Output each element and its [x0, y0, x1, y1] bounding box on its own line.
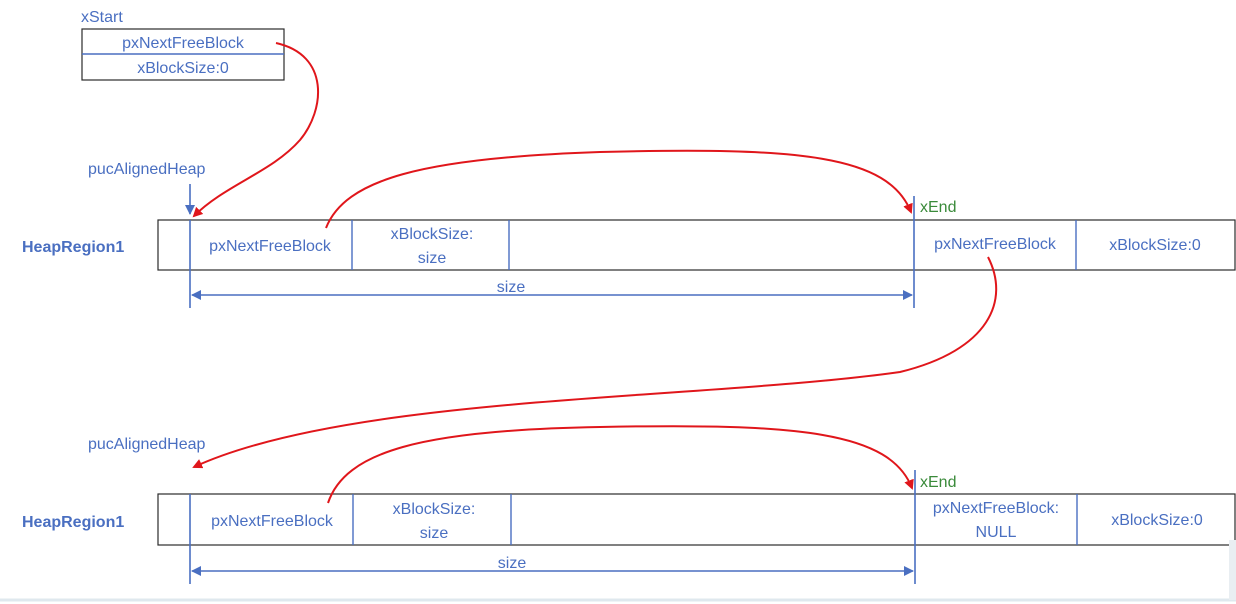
cell-block-size-line2: size [420, 525, 449, 542]
xend-next-free-block: pxNextFreeBlock: [933, 500, 1059, 517]
region-box [157, 219, 1236, 271]
link-region2-to-xend2 [327, 425, 914, 504]
cell-block-size-line1: xBlockSize: [393, 501, 476, 518]
xstart-label: xStart [81, 9, 123, 26]
xstart-block-size: xBlockSize:0 [137, 60, 229, 77]
link-region1-to-xend1 [325, 149, 913, 229]
cell-next-free-block: pxNextFreeBlock [211, 513, 334, 530]
xstart-struct: xStart pxNextFreeBlock xBlockSize:0 [81, 9, 285, 81]
size-label: size [497, 279, 526, 296]
xend-next-free-block: pxNextFreeBlock [934, 236, 1057, 253]
xend-block-size: xBlockSize:0 [1109, 237, 1201, 254]
link-xend1-to-region2 [192, 256, 998, 469]
pointer-label: pucAlignedHeap [88, 161, 206, 178]
heap-region-2: pucAlignedHeap HeapRegion1 pxNextFreeBlo… [22, 436, 1236, 584]
xstart-next-free-block: pxNextFreeBlock [122, 35, 245, 52]
cell-block-size-line1: xBlockSize: [391, 226, 474, 243]
xend-null: NULL [976, 524, 1017, 541]
xend-label: xEnd [920, 474, 956, 491]
heap-region-1: pucAlignedHeap HeapRegion1 pxNextFreeBlo… [22, 161, 1236, 308]
xend-label: xEnd [920, 199, 956, 216]
pointer-label: pucAlignedHeap [88, 436, 206, 453]
cell-block-size-line2: size [418, 250, 447, 267]
region-name: HeapRegion1 [22, 239, 124, 256]
link-arrows [192, 42, 998, 504]
cell-next-free-block: pxNextFreeBlock [209, 238, 332, 255]
region-name: HeapRegion1 [22, 514, 124, 531]
xend-block-size: xBlockSize:0 [1111, 512, 1203, 529]
scroll-edge [1229, 540, 1236, 600]
size-label: size [498, 555, 527, 572]
region-box [157, 493, 1236, 546]
link-xstart-to-region1 [192, 42, 319, 218]
